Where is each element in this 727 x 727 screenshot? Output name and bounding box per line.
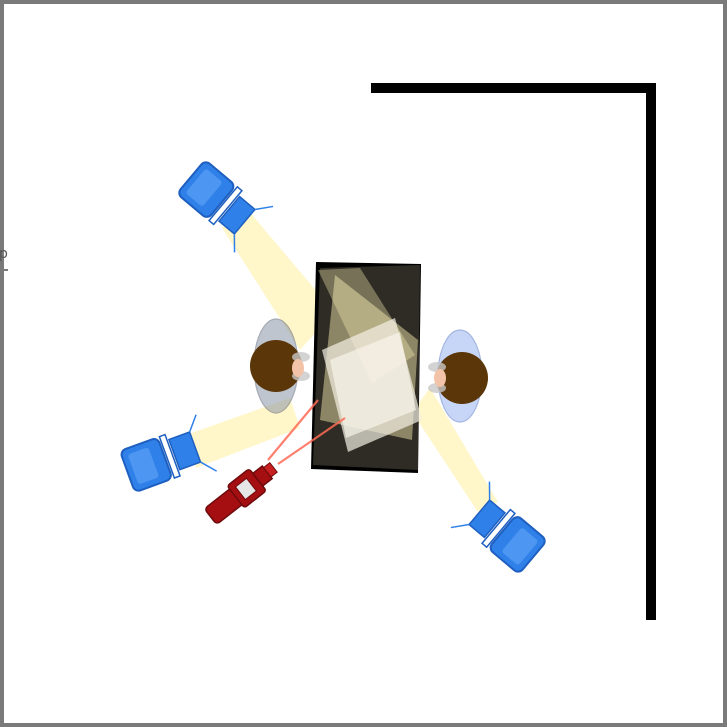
light-bottom-right [451, 482, 552, 581]
studio-light-icon [451, 482, 552, 581]
video-camera-icon [202, 456, 282, 527]
cropped-label: p [0, 246, 8, 262]
